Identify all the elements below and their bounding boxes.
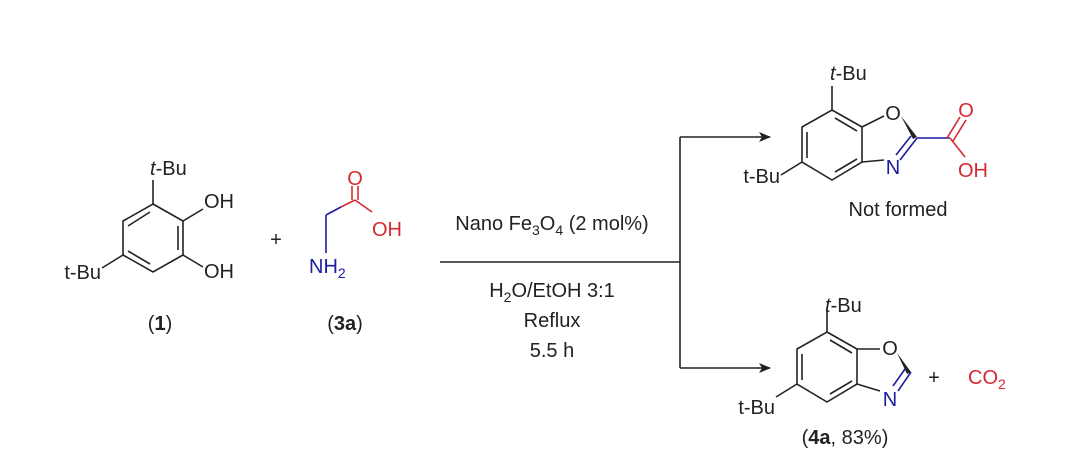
plus-sign: +	[270, 229, 282, 251]
oxygen-label: O	[958, 100, 974, 122]
oh-label: OH	[958, 160, 988, 182]
nh2-label: NH2	[309, 256, 346, 281]
oxygen-label: O	[885, 103, 901, 125]
product-benzoxazole-carboxylic-acid: t-Bu t-Bu O N O OH Not formed	[743, 63, 988, 221]
oh-label: OH	[204, 191, 234, 213]
oh-label: OH	[372, 219, 402, 241]
tbu-label: t-Bu	[830, 63, 867, 85]
compound-label-4a: (4a, 83%)	[802, 427, 889, 449]
reaction-conditions: Nano Fe3O4 (2 mol%) H2O/EtOH 3:1 Reflux …	[455, 213, 648, 362]
plus-sign: +	[928, 367, 940, 389]
tbu-label: t-Bu	[825, 295, 862, 317]
solvent-text: H2O/EtOH 3:1	[489, 280, 615, 305]
tbu-label: t-Bu	[743, 166, 780, 188]
temperature-text: Reflux	[524, 310, 581, 332]
time-text: 5.5 h	[530, 340, 574, 362]
catalyst-text: Nano Fe3O4 (2 mol%)	[455, 213, 648, 238]
product-4a-benzoxazole: t-Bu t-Bu O N + CO2 (4a, 83%)	[738, 295, 1006, 449]
tbu-label: t-Bu	[738, 397, 775, 419]
reactant-1-catechol: t-Bu OH OH t-Bu (1)	[64, 158, 234, 335]
tbu-label: t-Bu	[64, 262, 101, 284]
compound-label-1: (1)	[148, 313, 172, 335]
not-formed-note: Not formed	[849, 199, 948, 221]
tbu-label: t-Bu	[150, 158, 187, 180]
reactant-3a-glycine: O OH NH2 (3a)	[309, 168, 402, 335]
oh-label: OH	[204, 261, 234, 283]
co2-label: CO2	[968, 367, 1006, 392]
reaction-arrow	[440, 132, 771, 373]
nitrogen-label: N	[886, 157, 900, 179]
tbu-text: -Bu	[156, 158, 187, 180]
compound-label-3a: (3a)	[327, 313, 363, 335]
oxygen-label: O	[882, 338, 898, 360]
oxygen-label: O	[347, 168, 363, 190]
nitrogen-label: N	[883, 389, 897, 411]
